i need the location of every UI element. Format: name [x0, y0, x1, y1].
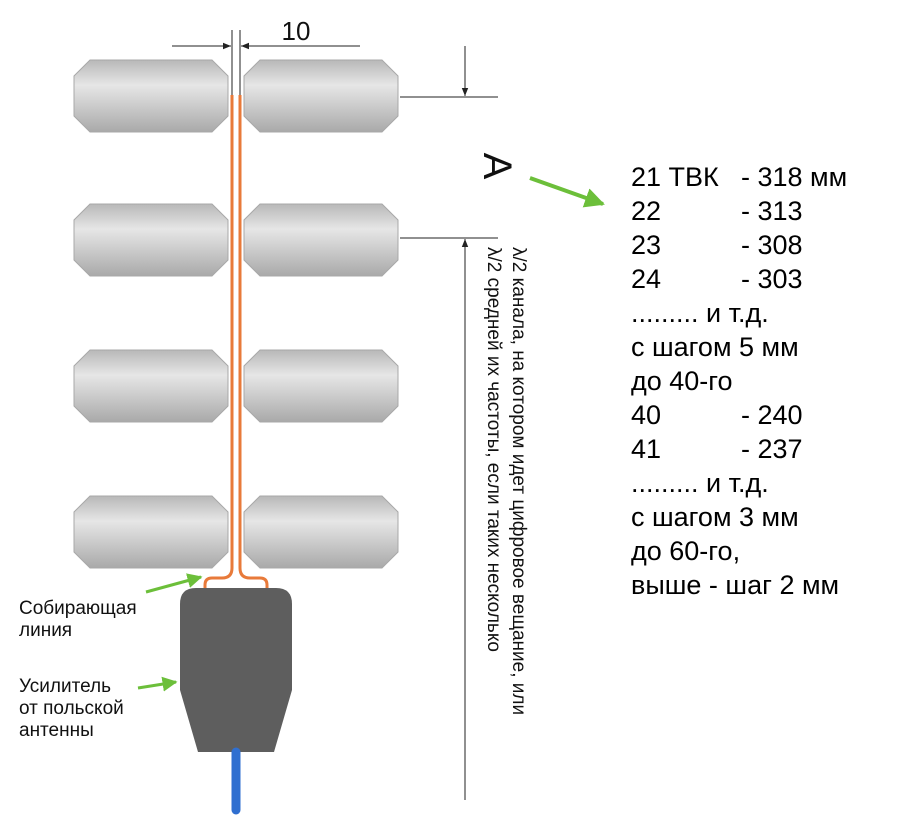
table-row: 23 - 308 — [631, 228, 891, 262]
table-row-left: 24 — [631, 264, 662, 294]
table-row-right: - 303 — [741, 264, 803, 294]
vertical-note: λ/2 канала, на котором идет цифровое вещ… — [483, 247, 529, 715]
gap-dimension: 10 — [172, 16, 360, 95]
gap-dimension-value: 10 — [282, 16, 311, 46]
table-row-left: до 40-го — [631, 366, 733, 396]
antenna-elements — [73, 59, 399, 569]
table-row-left: с шагом 5 мм — [631, 332, 799, 362]
table-row-left: до 60-го, — [631, 536, 741, 566]
table-row: с шагом 5 мм — [631, 330, 891, 364]
table-row-left: с шагом 3 мм — [631, 502, 799, 532]
amplifier-arrow — [137, 676, 178, 692]
table-row-right: - 313 — [741, 196, 803, 226]
collecting-line-label: Собирающая линия — [19, 598, 137, 642]
collecting-line — [203, 95, 269, 590]
table-row-left: 23 — [631, 230, 662, 260]
collecting-line-arrow — [145, 573, 203, 594]
table-row: до 40-го — [631, 364, 891, 398]
table-row: 41 - 237 — [631, 432, 891, 466]
amplifier-body — [180, 588, 292, 752]
element-row3-left — [73, 349, 229, 423]
element-row1-right — [243, 59, 399, 133]
table-row-left: 41 — [631, 434, 662, 464]
spacing-dimension: A — [400, 46, 519, 800]
table-row-right: - 308 — [741, 230, 803, 260]
table-row: ......... и т.д. — [631, 466, 891, 500]
element-row4-left — [73, 495, 229, 569]
table-row-left: ......... и т.д. — [631, 468, 769, 498]
table-row-left: 22 — [631, 196, 662, 226]
table-row-left: ......... и т.д. — [631, 298, 769, 328]
element-row1-left — [73, 59, 229, 133]
table-row: до 60-го, — [631, 534, 891, 568]
amplifier-label: Усилитель от польской антенны — [19, 676, 124, 742]
table-row-right: - 237 — [741, 434, 803, 464]
vertical-note-line1: λ/2 канала, на котором идет цифровое вещ… — [508, 247, 529, 715]
element-row2-right — [243, 203, 399, 277]
amplifier-label-line1: Усилитель — [19, 676, 112, 697]
table-row: с шагом 3 мм — [631, 500, 891, 534]
vertical-note-line2: λ/2 средней их частоты, если таких неско… — [483, 247, 504, 652]
channel-length-table: 21 ТВК - 318 мм 22 - 313 23 - 308 24 - 303.....… — [631, 160, 891, 602]
table-row: выше - шаг 2 мм — [631, 568, 891, 602]
element-row2-left — [73, 203, 229, 277]
a-pointer-arrow — [529, 176, 605, 208]
table-row-right: - 240 — [741, 400, 803, 430]
a-marker: A — [475, 153, 519, 180]
element-row4-right — [243, 495, 399, 569]
table-row-left: выше - шаг 2 мм — [631, 570, 840, 600]
table-row: ......... и т.д. — [631, 296, 891, 330]
table-row: 24 - 303 — [631, 262, 891, 296]
amplifier-label-line2: от польской — [19, 698, 124, 719]
table-row-left: 21 ТВК — [631, 162, 719, 192]
table-row: 40 - 240 — [631, 398, 891, 432]
table-row: 22 - 313 — [631, 194, 891, 228]
table-row: 21 ТВК - 318 мм — [631, 160, 891, 194]
element-row3-right — [243, 349, 399, 423]
collecting-line-label-line1: Собирающая — [19, 598, 137, 619]
amplifier-label-line3: антенны — [19, 720, 94, 741]
table-row-right: - 318 мм — [741, 162, 848, 192]
collecting-line-label-line2: линия — [19, 620, 73, 641]
table-row-left: 40 — [631, 400, 662, 430]
